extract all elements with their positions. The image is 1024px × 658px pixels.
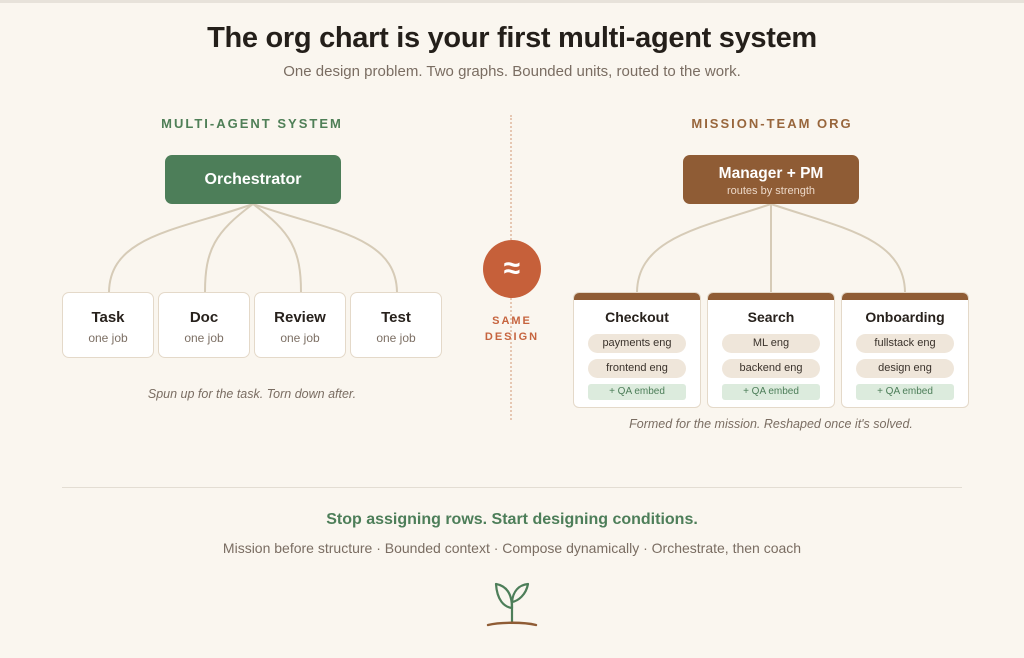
team-name: Onboarding	[865, 309, 945, 325]
connector-task	[108, 203, 254, 293]
team-search-card: Search ML eng backend eng + QA embed	[707, 292, 835, 408]
agent-test-card: Test one job	[350, 292, 442, 358]
agent-job: one job	[376, 331, 416, 345]
agent-name: Task	[91, 309, 125, 326]
team-onboarding-card: Onboarding fullstack eng design eng + QA…	[841, 292, 969, 408]
agent-review-card: Review one job	[254, 292, 346, 358]
connector-review	[252, 203, 302, 293]
manager-subtitle: routes by strength	[726, 185, 816, 197]
orchestrator-node: Orchestrator	[165, 155, 341, 204]
team-name: Search	[747, 309, 795, 325]
top-border	[0, 0, 1024, 3]
qa-badge: + QA embed	[588, 384, 686, 400]
role-pill: backend eng	[722, 359, 820, 378]
team-header-bar	[574, 293, 700, 300]
agent-name: Doc	[189, 309, 219, 326]
mission-team-label: MISSION-TEAM ORG	[691, 116, 853, 131]
agent-task-card: Task one job	[62, 292, 154, 358]
role-pill: frontend eng	[588, 359, 686, 378]
connector-checkout	[636, 203, 772, 293]
agent-job: one job	[88, 331, 128, 345]
call-to-action: Stop assigning rows. Start designing con…	[326, 511, 698, 528]
connector-test	[252, 203, 398, 293]
left-caption: Spun up for the task. Torn down after.	[147, 387, 357, 401]
team-name: Checkout	[605, 309, 669, 325]
agent-doc-card: Doc one job	[158, 292, 250, 358]
principles-list: Mission before structure · Bounded conte…	[222, 540, 802, 556]
right-caption: Formed for the mission. Reshaped once it…	[629, 417, 913, 431]
team-header-bar	[708, 293, 834, 300]
agent-name: Test	[381, 309, 411, 326]
agent-job: one job	[184, 331, 224, 345]
connector-onboarding	[770, 203, 906, 293]
same-label-line2: DESIGN	[484, 331, 540, 343]
agent-job: one job	[280, 331, 320, 345]
team-header-bar	[842, 293, 968, 300]
page-subtitle: One design problem. Two graphs. Bounded …	[283, 63, 741, 80]
connector-doc	[204, 203, 254, 293]
page-title: The org chart is your first multi-agent …	[207, 22, 817, 54]
role-pill: fullstack eng	[856, 334, 954, 353]
manager-node: Manager + PM routes by strength	[683, 155, 859, 204]
multi-agent-label: MULTI-AGENT SYSTEM	[161, 116, 343, 131]
same-design-label: SAME DESIGN	[470, 313, 554, 345]
agent-name: Review	[274, 309, 326, 326]
approx-icon: ≈	[483, 240, 541, 298]
section-divider	[62, 487, 962, 488]
same-label-line1: SAME	[492, 315, 532, 327]
sprout-icon	[486, 582, 538, 627]
qa-badge: + QA embed	[722, 384, 820, 400]
manager-title: Manager + PM	[718, 165, 824, 182]
role-pill: ML eng	[722, 334, 820, 353]
qa-badge: + QA embed	[856, 384, 954, 400]
team-checkout-card: Checkout payments eng frontend eng + QA …	[573, 292, 701, 408]
role-pill: design eng	[856, 359, 954, 378]
role-pill: payments eng	[588, 334, 686, 353]
